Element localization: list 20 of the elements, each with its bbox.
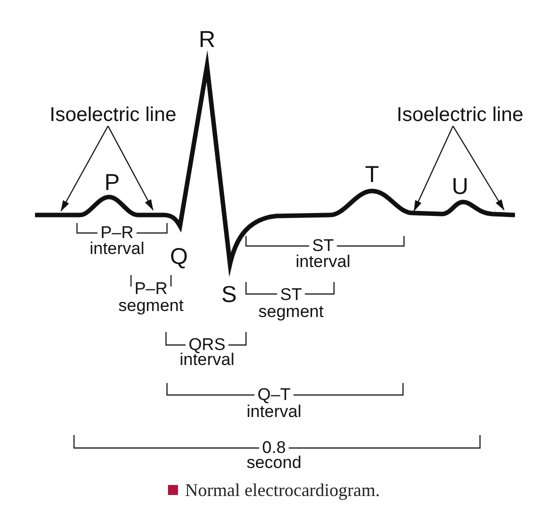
- callout-label: Isoelectric line: [50, 105, 176, 125]
- wave-label: R: [198, 28, 216, 50]
- leader-arrow: [414, 126, 454, 212]
- measurement-label: P–R segment: [118, 282, 184, 315]
- measurement-label: P–R interval: [90, 226, 144, 258]
- measurement-label: ST segment: [258, 288, 324, 321]
- measurement-label: 0.8 second: [246, 441, 302, 472]
- caption: Normal electrocardiogram.: [185, 481, 380, 499]
- leader-arrow: [60, 126, 108, 212]
- leader-arrow: [108, 126, 154, 210]
- wave-label: T: [364, 162, 380, 186]
- wave-label: S: [221, 282, 237, 306]
- measurement-label: QRS interval: [180, 338, 234, 369]
- callout-label: Isoelectric line: [396, 105, 524, 125]
- measurement-label: Q–T interval: [246, 388, 302, 420]
- wave-label: U: [452, 174, 468, 198]
- wave-label: P: [104, 170, 120, 194]
- wave-label: Q: [170, 244, 188, 268]
- measurement-label: ST interval: [296, 239, 350, 271]
- leader-arrow: [452, 126, 504, 210]
